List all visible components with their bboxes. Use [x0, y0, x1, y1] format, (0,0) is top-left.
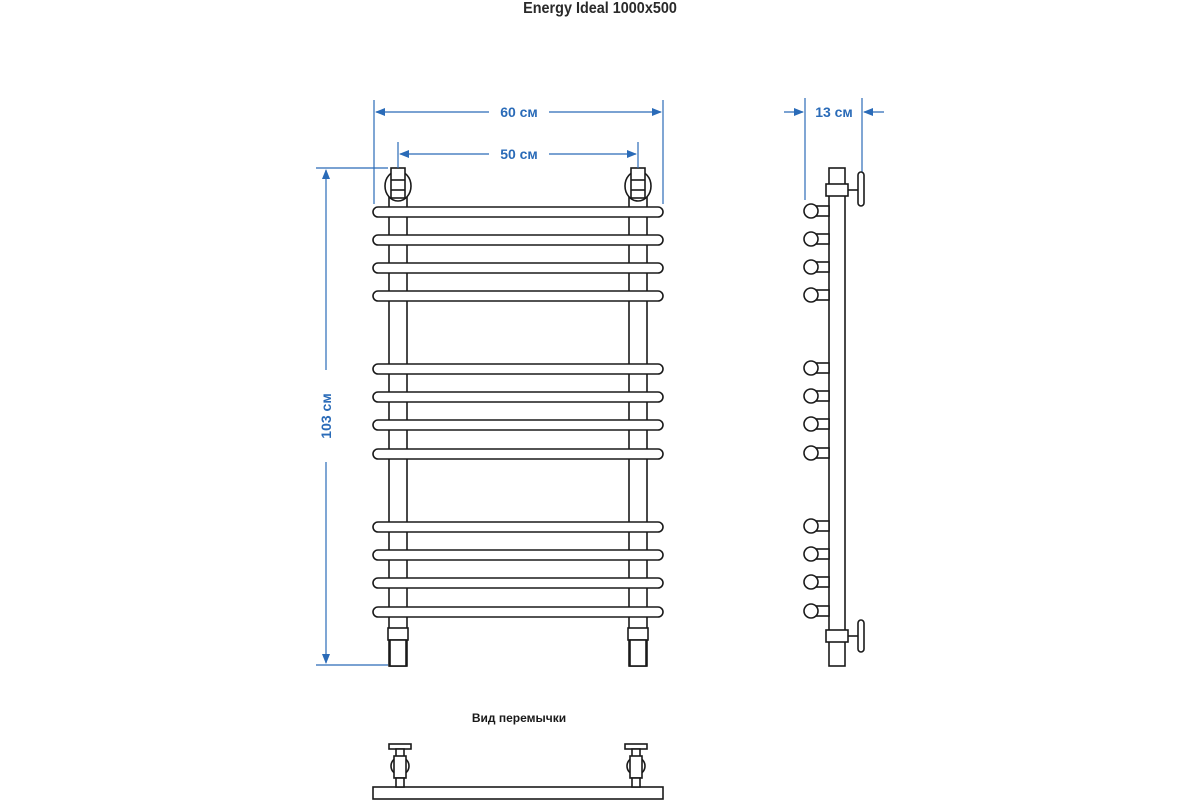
rail: [372, 521, 664, 533]
rail: [372, 262, 664, 274]
rail: [372, 606, 664, 618]
side-view: [803, 167, 865, 667]
depth-label: 13 см: [815, 104, 853, 120]
jumper-right-connector: [624, 743, 648, 788]
rail: [372, 391, 664, 403]
rail: [372, 419, 664, 431]
center-distance-label: 50 см: [500, 146, 538, 162]
rail: [372, 234, 664, 246]
rail: [372, 577, 664, 589]
front-view: [372, 167, 664, 667]
rail: [372, 206, 664, 218]
rail-group-1: [372, 206, 664, 302]
bottom-left-connector: [387, 627, 409, 667]
rail: [372, 290, 664, 302]
rail: [372, 448, 664, 460]
rail-group-2: [372, 363, 664, 460]
jumper-left-connector: [388, 743, 412, 788]
rail: [372, 363, 664, 375]
side-bottom-mount: [825, 619, 865, 653]
dimensions: [316, 98, 884, 666]
page-title: Energy Ideal 1000x500: [523, 0, 677, 17]
rail: [372, 549, 664, 561]
side-collector: [828, 167, 846, 667]
side-top-mount: [825, 171, 865, 207]
top-right-mount: [624, 167, 652, 202]
bottom-right-connector: [627, 627, 649, 667]
height-label: 103 см: [318, 393, 334, 438]
width-label: 60 см: [500, 104, 538, 120]
jumper-bar: [372, 786, 664, 800]
side-rail-ends: [803, 203, 830, 619]
top-left-mount: [384, 167, 412, 202]
jumper-view: [372, 743, 664, 800]
rail-group-3: [372, 521, 664, 618]
jumper-caption: Вид перемычки: [472, 711, 566, 725]
